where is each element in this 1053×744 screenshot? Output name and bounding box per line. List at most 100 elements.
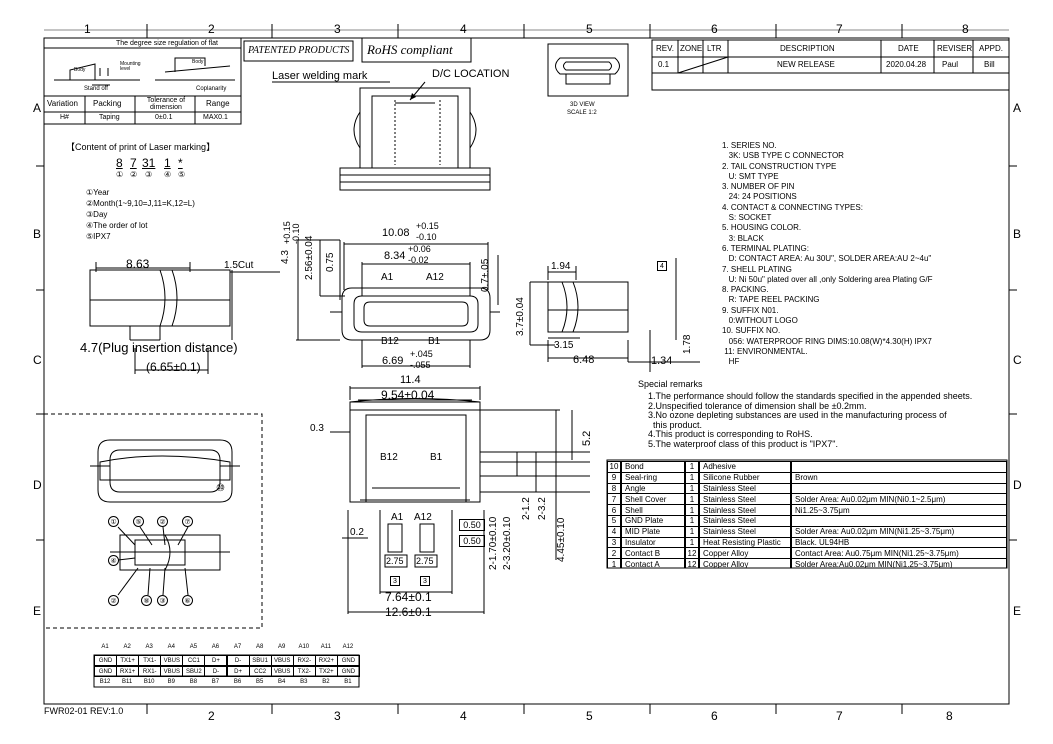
dim-rside-315: 3.15 (554, 340, 574, 351)
callout-bubble-8: ⑧ (141, 595, 152, 606)
view3d-scale: SCALE 1:2 (567, 110, 597, 116)
front-label-a1: A1 (381, 272, 394, 283)
row-label-right-e: E (1013, 604, 1022, 618)
tol-header-range: Range (206, 99, 230, 108)
marking-char-3: 31 (142, 156, 156, 170)
spec-note-line: 0:WITHOUT LOGO (722, 316, 798, 326)
dim-top-126: 12.6±0.1 (385, 605, 432, 619)
pinout-cell: RX2+ (314, 655, 338, 666)
marking-legend-1: ①Year (86, 188, 110, 197)
spec-note-line: 1. SERIES NO. (722, 141, 777, 150)
spec-note-line: S: SOCKET (722, 213, 772, 223)
spec-note-line: 6. TERMINAL PLATING: (722, 243, 809, 253)
dim-top-52: 5.2 (581, 430, 593, 446)
col-label-2: 2 (208, 22, 215, 36)
col-label-3: 3 (334, 22, 341, 36)
pinout-cell: A4 (167, 644, 175, 650)
dim-top-954: 9.54±0.04 (381, 388, 435, 402)
col-label-8: 8 (962, 22, 969, 36)
row-label-right-b: B (1013, 227, 1022, 241)
marking-legend-5: ⑤IPX7 (86, 232, 111, 241)
row-label-right-c: C (1013, 353, 1022, 367)
tol-header-packing: Packing (93, 99, 122, 108)
flat-standoff-label: Stand off (84, 86, 108, 92)
col-label-bottom-7: 7 (836, 709, 843, 723)
spec-note-line: U: Ni 50u" plated over all ,only Solderi… (722, 274, 933, 284)
pinout-cell: VBUS (270, 666, 294, 677)
col-label-4: 4 (460, 22, 467, 36)
dim-top-764: 7.64±0.1 (385, 590, 432, 604)
callout-10: ⑩ (216, 483, 225, 494)
callout-bubble-2: ② (157, 516, 168, 527)
col-label-bottom-8: 8 (946, 709, 953, 723)
pinout-cell: A10 (298, 644, 310, 650)
top-label-b1: B1 (430, 452, 443, 463)
dim-top-32: 2-3.2 (537, 497, 548, 520)
pinout-cell: A12 (342, 644, 354, 650)
dim-top-3a: 3 (390, 576, 400, 586)
pinout-cell: GND (94, 666, 118, 677)
dim-front-669: 6.69 (382, 355, 404, 367)
pinout-cell: B3 (300, 679, 308, 685)
dim-rside-37: 3.7±0.04 (515, 297, 526, 336)
dim-top-170: 2-1.70±0.10 (488, 516, 499, 570)
pinout-cell: D+ (226, 666, 250, 677)
spec-note-line: 3. NUMBER OF PIN (722, 182, 795, 192)
rev-value-appd: Bill (984, 60, 995, 69)
pinout-cell: D+ (204, 655, 228, 666)
dim-front-075: 0.75 (325, 252, 336, 272)
remark-line: 4.This product is corresponding to RoHS. (648, 429, 813, 440)
row-label-d: D (33, 478, 42, 492)
callout-bubble-2b: ② (108, 595, 119, 606)
pinout-cell: SBU1 (248, 655, 272, 666)
dim-side-cut: 1.5Cut (224, 260, 254, 271)
rev-value-date: 2020.04.28 (886, 60, 927, 69)
tol-header-tolerance: Tolerance of dimension (146, 97, 186, 111)
dim-front-1008-tol-plus: +0.15 (416, 221, 439, 231)
rev-value-rev: 0.1 (658, 60, 670, 69)
callout-bubble-3: ③ (157, 595, 168, 606)
col-label-bottom-2: 2 (208, 709, 215, 723)
dim-front-669-tol-plus: +.045 (410, 349, 433, 359)
pinout-cell: B12 (99, 679, 111, 685)
flat-body2-label: Body (192, 59, 204, 65)
dim-front-834-tol-minus: -0.02 (408, 255, 429, 265)
bom-cell: Contact A (621, 558, 685, 568)
callout-bubble-7: ⑦ (182, 516, 193, 527)
flat-mounting-label: Mounting level (120, 61, 141, 72)
pinout-cell: TX1- (138, 655, 162, 666)
col-label-6: 6 (711, 22, 718, 36)
pinout-cell: TX2+ (314, 666, 338, 677)
pinout-cell: B4 (278, 679, 286, 685)
spec-note-line: 24: 24 POSITIONS (722, 192, 797, 202)
marking-circle-3: ③ (145, 170, 153, 179)
col-label-bottom-4: 4 (460, 709, 467, 723)
pinout-cell: GND (336, 655, 360, 666)
dc-location-label: D/C LOCATION (432, 68, 510, 80)
pinout-cell: B6 (233, 679, 242, 685)
col-label-7: 7 (836, 22, 843, 36)
front-label-b12: B12 (381, 336, 399, 347)
remark-line: 5.The waterproof class of this product i… (648, 438, 838, 449)
dim-side-863: 8.63 (126, 257, 150, 271)
remark-line: 1.The performance should follow the stan… (648, 391, 973, 401)
dim-plug-insertion: 4.7(Plug insertion distance) (80, 340, 238, 355)
dim-rside-648: 6.48 (573, 354, 595, 366)
bom-cell: 12 (685, 558, 699, 568)
pinout-cell: B8 (189, 679, 198, 685)
col-label-bottom-5: 5 (586, 709, 593, 723)
row-label-right-a: A (1013, 101, 1022, 115)
dim-top-03: 0.3 (310, 423, 324, 434)
rohs-label: RoHS compliant (367, 42, 453, 57)
rev-header-ltr: LTR (707, 44, 722, 53)
remark-line: 3.No ozone depleting substances are used… (648, 410, 947, 421)
spec-note-line: 4. CONTACT & CONNECTING TYPES: (722, 202, 863, 212)
row-label-a: A (33, 101, 42, 115)
dim-top-050b: 0.50 (459, 535, 485, 547)
pinout-cell: D- (226, 655, 250, 666)
dim-top-445: 4.45±0.10 (556, 517, 567, 562)
spec-note-line: 7. SHELL PLATING (722, 264, 792, 274)
marking-circle-1: ① (116, 170, 124, 179)
